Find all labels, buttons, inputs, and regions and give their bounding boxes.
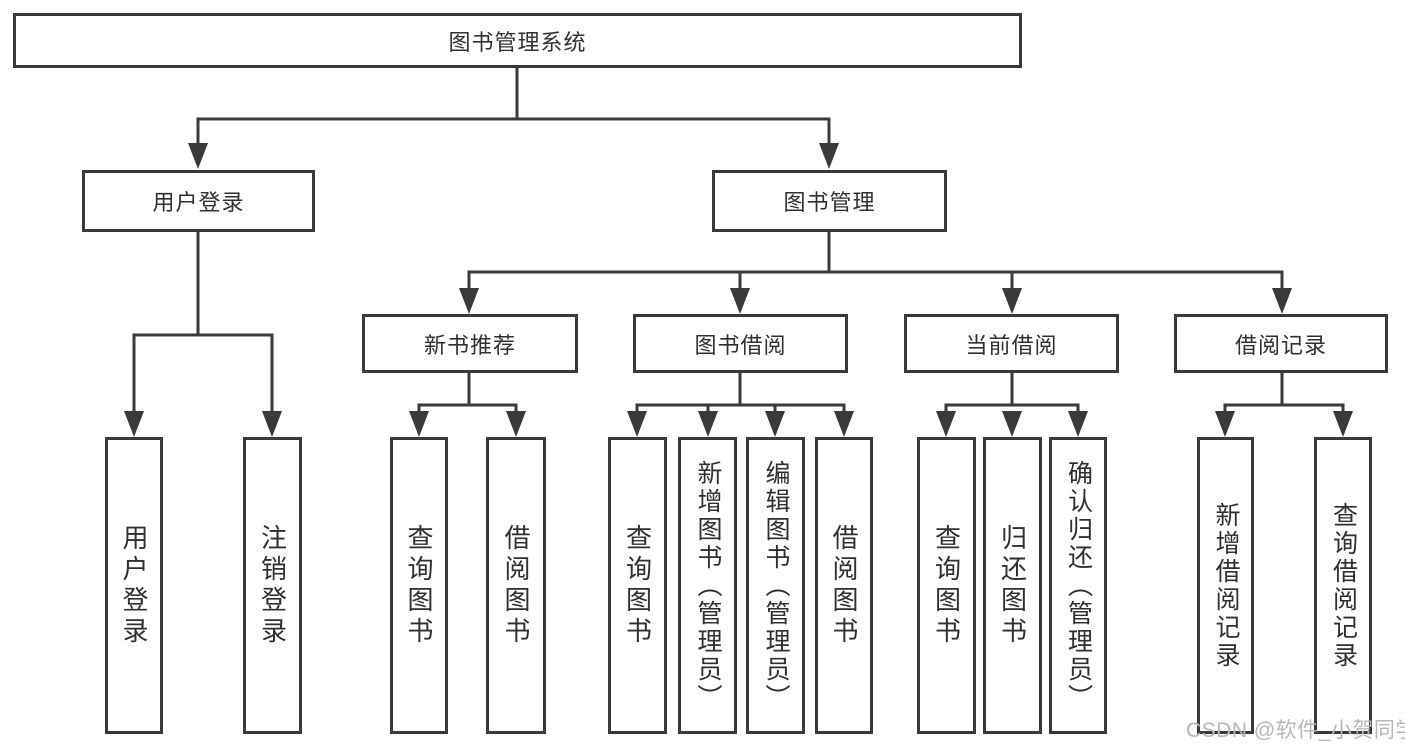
leaf-newrec-borrow-books: 借阅图书 [486,437,546,734]
arrowhead-icons [124,143,1353,437]
leaf-records-query-record: 查询借阅记录 [1314,437,1372,734]
leaf-newrec-query-books: 查询图书 [390,437,448,734]
node-current-borrow: 当前借阅 [904,314,1119,373]
node-new-book-recommend: 新书推荐 [362,314,578,373]
csdn-watermark: CSDN @软件_小贺同学 [1186,719,1405,742]
leaf-current-query-books: 查询图书 [917,437,976,734]
leaf-user-login: 用户登录 [105,437,163,734]
leaf-borrow-edit-books-admin: 编辑图书（管理员） [746,437,805,734]
leaf-borrow-query-books: 查询图书 [608,437,667,734]
leaf-current-return-books: 归还图书 [983,437,1042,734]
leaf-borrow-add-books-admin: 新增图书（管理员） [678,437,737,734]
leaf-logout: 注销登录 [243,437,302,734]
node-borrow-records: 借阅记录 [1174,314,1388,373]
leaf-records-add-record: 新增借阅记录 [1197,437,1254,734]
leaf-current-confirm-return-admin: 确认归还（管理员） [1049,437,1107,734]
leaf-borrow-borrow-books: 借阅图书 [815,437,873,734]
root-node-library-system: 图书管理系统 [13,13,1022,68]
node-book-borrow: 图书借阅 [633,314,848,373]
tree-edges [132,66,1345,414]
node-book-management: 图书管理 [712,170,947,232]
node-user-login: 用户登录 [82,170,315,232]
